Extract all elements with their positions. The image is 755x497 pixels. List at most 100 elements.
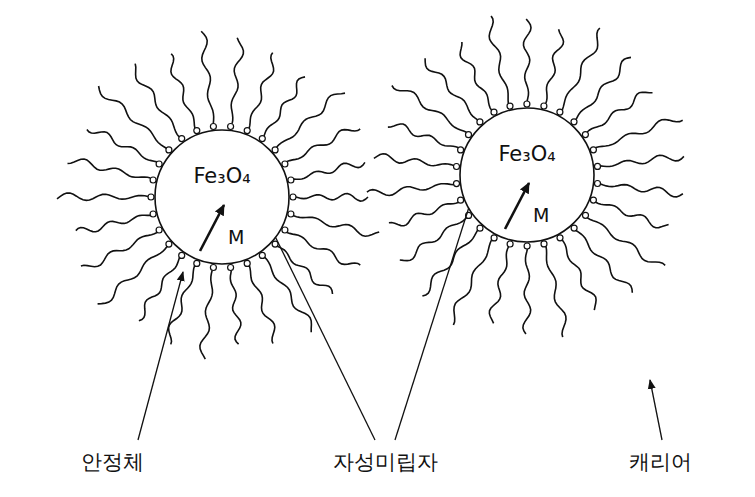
leader-line	[650, 380, 662, 440]
carrier-tail	[596, 202, 669, 228]
carrier-tail	[201, 31, 214, 123]
stabilizer-head	[477, 225, 483, 231]
magnetization-arrow	[505, 183, 529, 229]
moment-label: M	[228, 227, 244, 248]
carrier-tail	[422, 230, 477, 296]
stabilizer-head	[571, 119, 577, 125]
stabilizer-head	[541, 103, 547, 109]
carrier-tail	[453, 240, 491, 325]
particle-circle: Fe₃O₄ M	[459, 107, 595, 243]
carrier-tail	[425, 58, 478, 120]
stabilizer-head	[166, 241, 172, 247]
carrier-tail	[587, 218, 665, 265]
carrier-tail	[287, 232, 360, 265]
stabilizer-head	[491, 109, 497, 115]
carrier-tail	[87, 129, 157, 162]
stabilizer-head	[541, 241, 547, 247]
stabilizer-head	[595, 181, 601, 187]
carrier-tail	[576, 231, 632, 293]
carrier-tail	[264, 77, 305, 136]
stabilizer-head	[244, 260, 250, 266]
carrier-tail	[489, 247, 508, 324]
leader-line	[268, 222, 375, 440]
part-name: 자성미립자	[331, 450, 440, 475]
stabilizer-head	[524, 101, 530, 107]
stabilizer-head	[458, 197, 464, 203]
carrier-tail	[460, 42, 491, 110]
carrier-tail	[287, 129, 360, 162]
stabilizer-head	[595, 163, 601, 169]
stabilizer-head	[228, 124, 234, 130]
stabilizer-head	[454, 181, 460, 187]
stabilizer-head	[156, 227, 162, 233]
carrier-tail	[587, 92, 652, 132]
carrier-tail	[374, 154, 454, 166]
stabilizer-head	[179, 136, 185, 142]
carrier-tail	[200, 270, 213, 359]
stabilizer-head	[244, 128, 250, 134]
stabilizer-head	[259, 252, 265, 258]
stabilizer-head	[524, 243, 530, 249]
stabilizer-head	[282, 161, 288, 167]
stabilizer-head	[458, 147, 464, 153]
stabilizer-head	[179, 252, 185, 258]
carrier-tail	[171, 54, 195, 128]
circle-outline	[459, 107, 595, 243]
part-name: 안정체	[79, 450, 146, 475]
carrier-tail	[562, 240, 596, 310]
carrier-tail	[139, 258, 180, 321]
stabilizer-head	[583, 212, 589, 218]
carrier-tail	[389, 203, 458, 226]
carrier-tail	[249, 53, 273, 129]
stabilizer-head	[590, 197, 596, 203]
carrier-tail	[57, 193, 148, 200]
stabilizer-head	[228, 265, 234, 271]
carrier-tail	[68, 159, 151, 178]
stabilizer-head	[272, 147, 278, 153]
carrier-tail	[524, 19, 532, 101]
stabilizer-head	[210, 265, 216, 271]
circle-outline	[155, 130, 289, 264]
circle-outline	[460, 108, 594, 242]
stabilizer-head	[477, 119, 483, 125]
carrier-tail	[294, 216, 380, 237]
stabilizer-head	[282, 227, 288, 233]
stabilizer-head	[571, 225, 577, 231]
carrier-tail	[231, 38, 243, 124]
stabilizer-head	[491, 235, 497, 241]
carrier-tail	[76, 215, 151, 232]
formula-text: Fe₃O₄	[498, 143, 555, 166]
leader-line	[395, 185, 476, 440]
carrier-tail	[99, 86, 167, 148]
particle-circle: Fe₃O₄M	[154, 129, 290, 265]
stabilizer-head	[194, 128, 200, 134]
stabilizer-head	[194, 260, 200, 266]
carrier-tail	[562, 28, 600, 110]
stabilizer-head	[507, 241, 513, 247]
stabilizer-head	[148, 194, 154, 200]
stabilizer-head	[454, 164, 460, 170]
surfactant-tails	[57, 16, 684, 359]
carrier-tail	[601, 184, 683, 197]
part-name: 캐리어	[627, 450, 694, 475]
stabilizer-head	[210, 124, 216, 130]
moment-label: M	[533, 205, 549, 226]
stabilizer-head	[150, 211, 156, 217]
carrier-tail	[400, 218, 467, 261]
carrier-tail	[600, 155, 684, 166]
stabilizer-head	[150, 177, 156, 183]
stabilizer-head	[288, 211, 294, 217]
carrier-tail	[367, 184, 454, 196]
carrier-tail	[523, 249, 531, 334]
carrier-tail	[388, 124, 458, 148]
stabilizer-head	[590, 147, 596, 153]
stabilizer-head	[156, 161, 162, 167]
circle-outline	[154, 129, 290, 265]
stabilizer-head	[466, 132, 472, 138]
stabilizer-head	[557, 109, 563, 115]
stabilizer-head	[166, 147, 172, 153]
carrier-tail	[296, 194, 368, 202]
carrier-tail	[249, 266, 274, 344]
carrier-tail	[489, 16, 508, 103]
